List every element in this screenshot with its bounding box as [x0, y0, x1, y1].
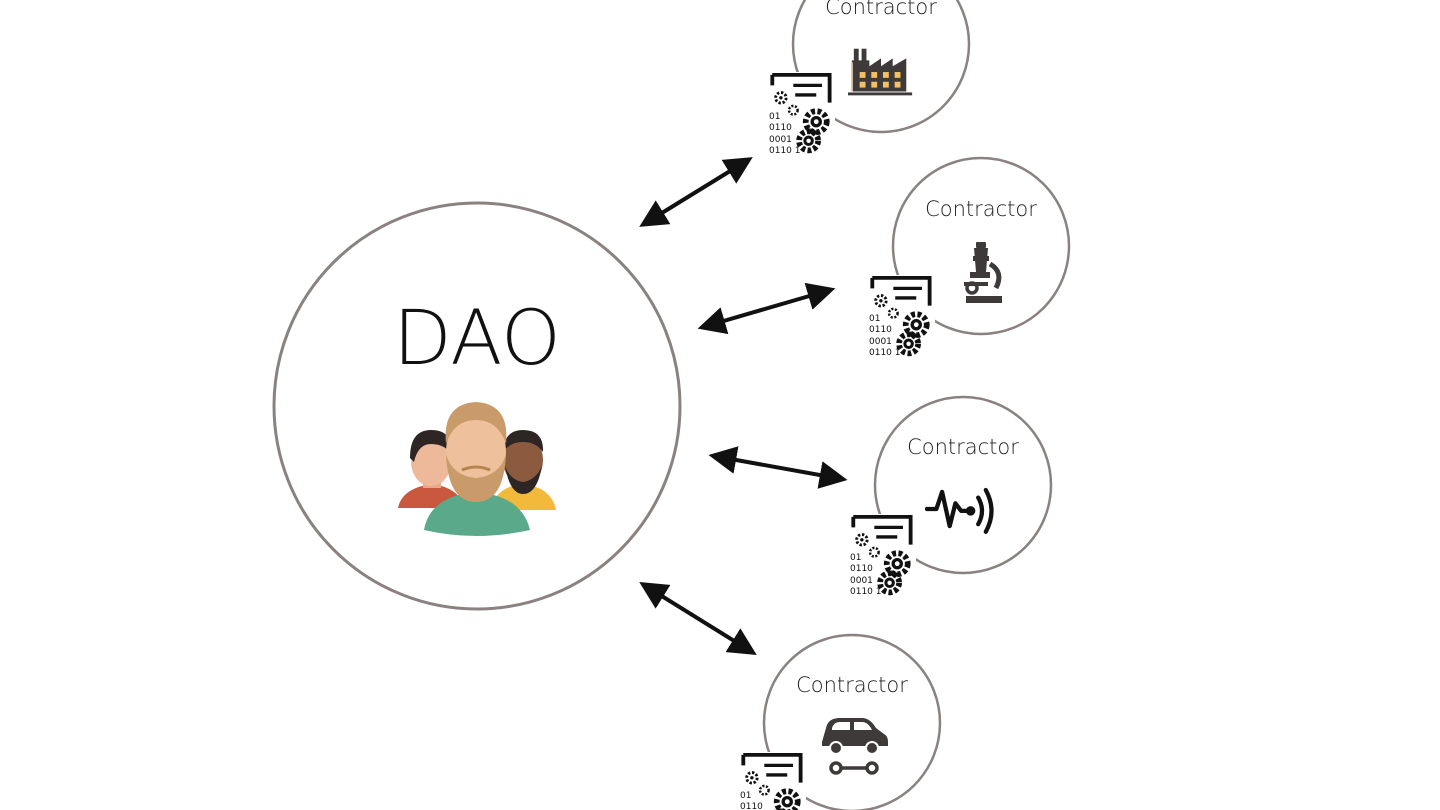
dao-node: DAO — [272, 201, 682, 611]
contract-code-line: 0110 — [850, 564, 873, 574]
dao-label: DAO — [393, 293, 561, 382]
arrow-dao-contractor-4 — [639, 582, 757, 655]
contractor-node-1: Contractor 01 0110 0001 0110 1 — [765, 0, 971, 158]
contractor-label: Contractor — [825, 0, 937, 19]
contractor-label: Contractor — [925, 197, 1037, 221]
arrow-dao-contractor-1 — [639, 157, 753, 227]
contractor-circle — [873, 395, 1053, 575]
contractor-node-4: Contractor 01 0110 — [736, 633, 942, 810]
contractor-node-2: Contractor 01 0110 0001 0110 1 — [865, 156, 1071, 361]
connector-arrows — [639, 157, 848, 655]
contract-code-line: 0001 — [869, 337, 892, 347]
group-of-people-icon — [398, 402, 556, 536]
contractor-node-3: Contractor 01 0110 0001 0110 1 — [846, 395, 1053, 600]
contractor-label: Contractor — [796, 673, 908, 697]
contractor-label: Contractor — [907, 435, 1019, 459]
smart-contract-icon: 01 0110 0001 0110 1 — [865, 275, 935, 361]
smart-contract-icon: 01 0110 — [736, 752, 806, 810]
smart-contract-icon: 01 0110 0001 0110 1 — [846, 514, 916, 600]
contract-code-line: 0110 1 — [869, 348, 901, 358]
arrow-dao-contractor-2 — [697, 282, 836, 335]
contract-code-line: 01 — [850, 553, 861, 563]
contract-code-line: 0110 — [869, 325, 892, 335]
contract-code-line: 0001 — [769, 135, 792, 145]
contract-code-line: 01 — [740, 791, 751, 801]
contract-code-line: 0110 1 — [850, 587, 882, 597]
contract-code-line: 0110 1 — [769, 146, 801, 156]
contract-code-line: 01 — [769, 112, 780, 122]
arrow-dao-contractor-3 — [708, 446, 848, 489]
smart-contract-icon: 01 0110 0001 0110 1 — [765, 72, 835, 158]
contract-code-line: 0001 — [850, 576, 873, 586]
contract-code-line: 0110 — [740, 802, 763, 810]
contract-code-line: 01 — [869, 314, 880, 324]
contract-code-line: 0110 — [769, 123, 792, 133]
